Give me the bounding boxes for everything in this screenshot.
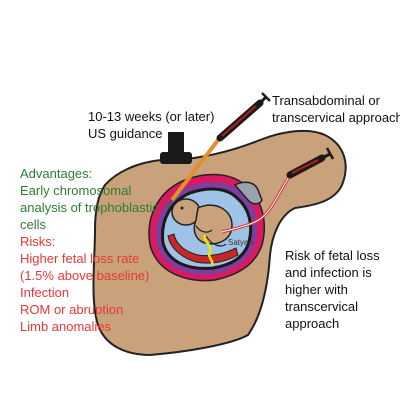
transabdominal-syringe <box>216 92 271 142</box>
risk-line-5: Limb anomalies <box>20 319 112 334</box>
risk-line-3: Infection <box>20 285 70 300</box>
advantage-line-1: Early chromosomal <box>20 183 132 198</box>
advantages-title: Advantages: <box>20 166 93 181</box>
transcervical-risk-line-5: approach <box>285 316 340 331</box>
gestation-label-line2: US guidance <box>88 126 163 141</box>
placenta <box>167 233 239 264</box>
risks-title: Risks: <box>20 234 56 249</box>
transcervical-risk-line-3: higher with <box>285 282 348 297</box>
fetus <box>171 198 233 247</box>
transabdominal-needle <box>170 133 224 202</box>
transabdominal-label-line2: transcervical approach <box>272 110 400 125</box>
transcervical-risk-line-2: and infection is <box>285 265 372 280</box>
advantage-line-3: cells <box>20 217 47 232</box>
gestation-label-line1: 10-13 weeks (or later) <box>88 109 215 124</box>
transcervical-risk-line-4: transcervical <box>285 299 358 314</box>
transcervical-risk-line-1: Risk of fetal loss <box>285 248 380 263</box>
risk-line-2: (1.5% above baseline) <box>20 268 150 283</box>
ultrasound-probe <box>160 132 192 164</box>
transcervical-catheter-inner <box>221 174 291 233</box>
risk-line-4: ROM or abruption <box>20 302 124 317</box>
transcervical-syringe <box>286 147 335 179</box>
risk-line-1: Higher fetal loss rate <box>20 251 140 266</box>
transabdominal-needle-tip <box>165 199 173 209</box>
artist-signature: Satyan <box>228 238 253 247</box>
cervix <box>233 181 263 205</box>
umbilical-cord <box>203 234 214 266</box>
transabdominal-label-line1: Transabdominal or <box>272 93 380 108</box>
advantage-line-2: analysis of trophoblastic <box>20 200 159 215</box>
